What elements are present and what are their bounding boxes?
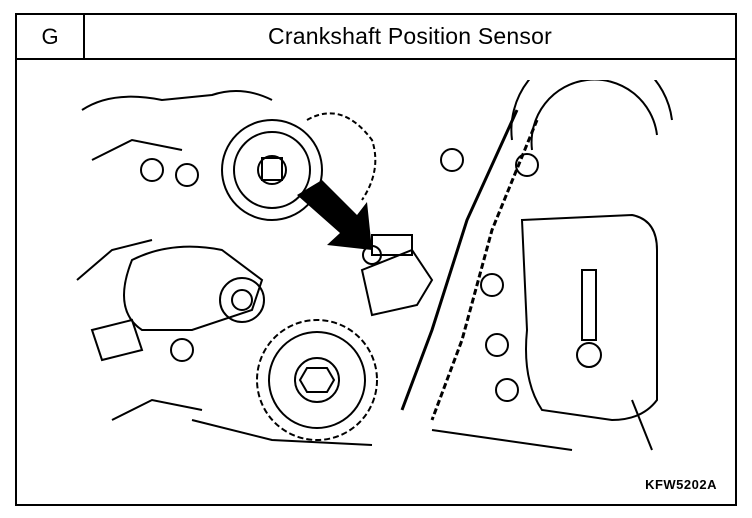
- engine-timing-illustration: [76, 80, 673, 451]
- figure-title: Crankshaft Position Sensor: [268, 23, 552, 49]
- figure-frame: G Crankshaft Position Sensor: [15, 13, 737, 506]
- pointer-arrow: [297, 180, 372, 250]
- figure-code: KFW5202A: [645, 477, 717, 492]
- figure-header: G Crankshaft Position Sensor: [17, 15, 735, 60]
- section-letter: G: [17, 15, 85, 58]
